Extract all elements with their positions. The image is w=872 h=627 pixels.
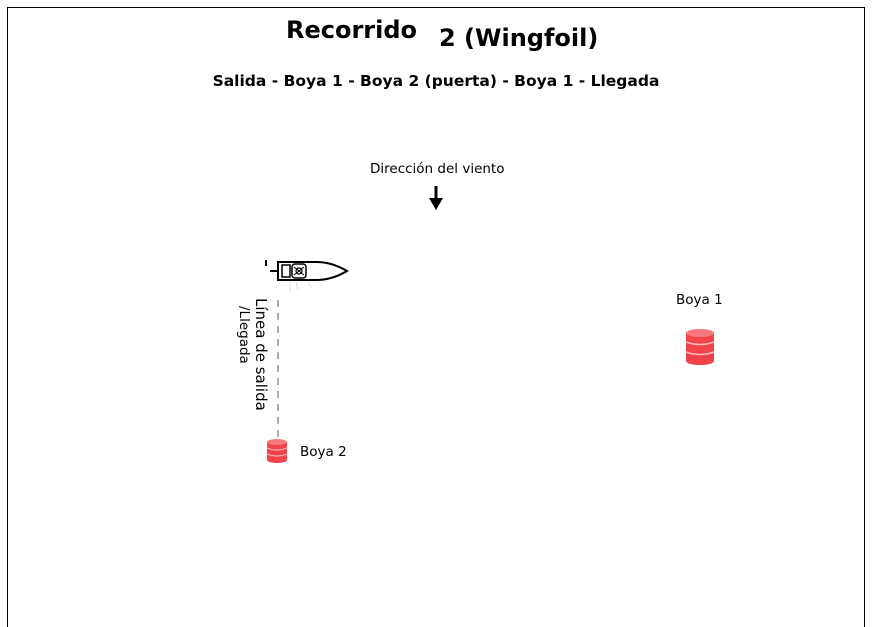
arrow-down-icon bbox=[429, 186, 443, 210]
buoy-2-label: Boya 2 bbox=[300, 444, 347, 460]
buoy-icon bbox=[685, 329, 715, 365]
course-sequence: Salida - Boya 1 - Boya 2 (puerta) - Boya… bbox=[212, 72, 660, 90]
title-part1: Recorrido bbox=[286, 16, 418, 44]
start-finish-line-label: Línea de salida /Llegada bbox=[235, 298, 270, 411]
title-part2: 2 (Wingfoil) bbox=[439, 24, 599, 52]
buoy-1-label: Boya 1 bbox=[676, 292, 723, 308]
buoy-icon bbox=[266, 439, 288, 463]
start-finish-line bbox=[277, 300, 279, 438]
start-line-label-line1: Línea de salida bbox=[252, 298, 270, 411]
start-line-label-line2: /Llegada bbox=[236, 306, 252, 364]
committee-boat-icon bbox=[265, 260, 349, 291]
diagram-frame bbox=[7, 7, 865, 627]
wind-direction-label: Dirección del viento bbox=[370, 161, 505, 177]
